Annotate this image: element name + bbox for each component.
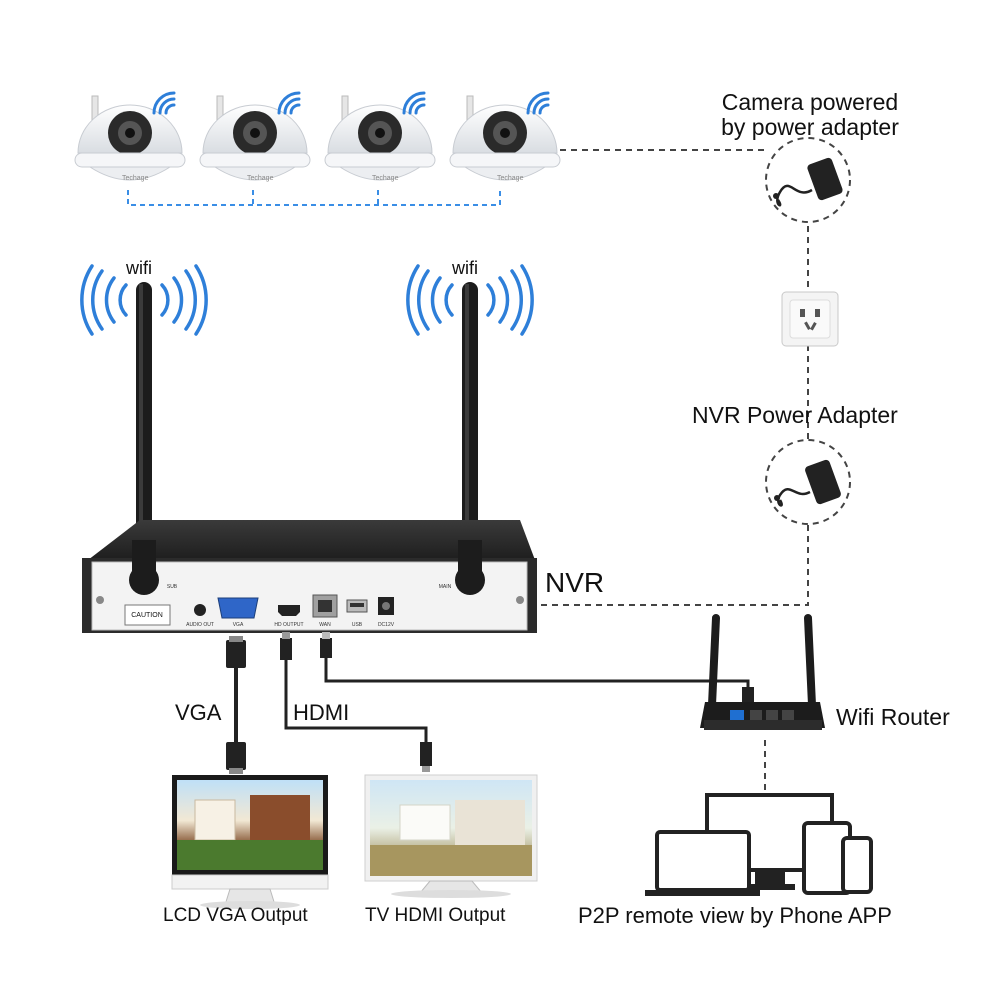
camera-row: Techage Techage Techage xyxy=(74,91,561,206)
wifi-router xyxy=(700,614,825,730)
router-label: Wifi Router xyxy=(836,704,950,730)
dc12v-label: DC12V xyxy=(378,622,395,628)
p2p-label: P2P remote view by Phone APP xyxy=(578,903,892,928)
camera-1: Techage xyxy=(74,95,186,182)
wall-outlet xyxy=(781,291,839,347)
lcd-monitor xyxy=(171,775,329,909)
wifi-signal-left-icon xyxy=(80,264,208,336)
lcd-output-label: LCD VGA Output xyxy=(163,905,308,926)
vga-cable xyxy=(226,636,246,774)
vga-port-label: VGA xyxy=(233,622,244,628)
camera-brand-text: Techage xyxy=(122,175,149,182)
hdmi-label: HDMI xyxy=(293,700,350,725)
caution-label: CAUTION xyxy=(131,612,163,619)
hdmi-cable xyxy=(280,632,432,772)
nvr-device: CAUTION AUDIO OUT VGA HD OUTPUT WAN USB … xyxy=(82,282,537,633)
usb-port-label: USB xyxy=(352,622,363,628)
nvr-power-label: NVR Power Adapter xyxy=(692,402,898,428)
audio-out-label: AUDIO OUT xyxy=(186,622,214,628)
main-antenna-label: MAIN xyxy=(439,584,452,590)
tv-output-label: TV HDMI Output xyxy=(365,905,506,926)
wifi-label-left: wifi xyxy=(126,258,152,278)
network-cable xyxy=(320,632,754,705)
camera-2: Techage xyxy=(199,95,311,182)
camera-3: Techage xyxy=(324,95,436,182)
camera-power-label: Camera powered by power adapter xyxy=(721,89,899,140)
wan-port-label: WAN xyxy=(319,622,331,628)
nvr-label: NVR xyxy=(545,567,605,598)
tv-monitor xyxy=(364,774,538,898)
wifi-signal-right-icon xyxy=(406,264,534,336)
camera-brand-text: Techage xyxy=(372,175,399,182)
camera-power-adapter xyxy=(765,137,851,223)
camera-link-line xyxy=(127,190,501,206)
nvr-power-adapter xyxy=(765,439,851,525)
hd-output-label: HD OUTPUT xyxy=(274,622,303,628)
vga-label: VGA xyxy=(175,700,222,725)
sub-antenna-label: SUB xyxy=(167,584,178,590)
camera-wifi-icon xyxy=(152,91,550,115)
camera-brand-text: Techage xyxy=(247,175,274,182)
camera-4: Techage xyxy=(449,95,561,182)
camera-brand-text: Techage xyxy=(497,175,524,182)
client-devices xyxy=(645,793,873,896)
power-wiring xyxy=(455,149,809,795)
wifi-label-right: wifi xyxy=(452,258,478,278)
